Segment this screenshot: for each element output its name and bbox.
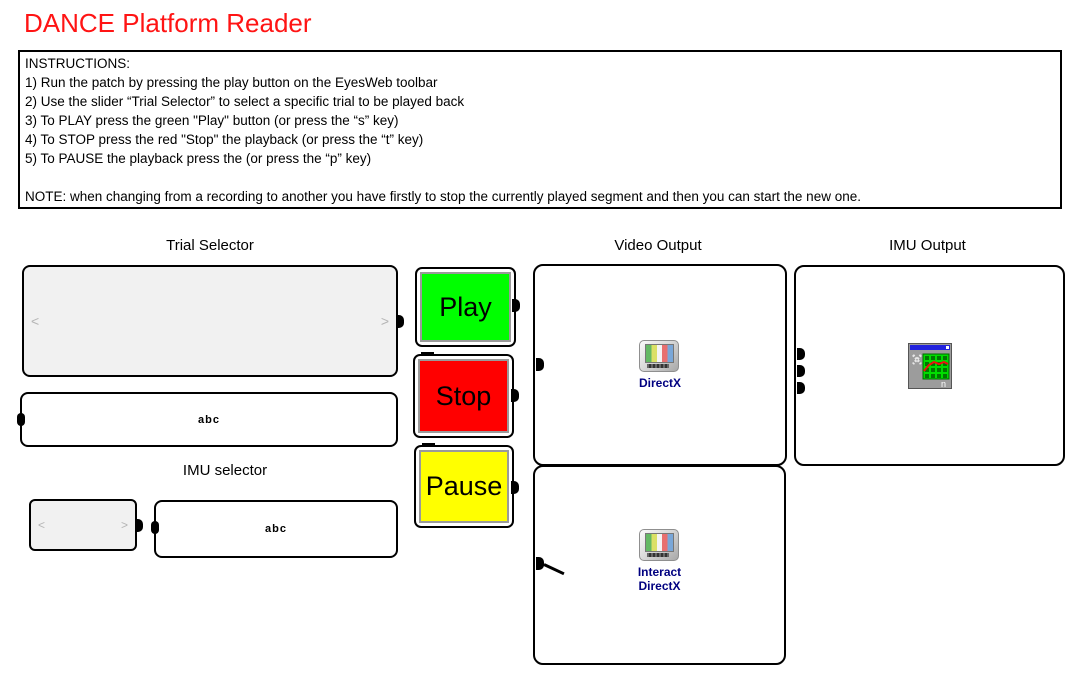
directx-monitor-icon [639, 529, 679, 561]
monitor-base [647, 553, 669, 557]
instructions-heading: INSTRUCTIONS: [25, 56, 131, 71]
video-output-label: Video Output [614, 237, 702, 254]
video-renderer-caption: DirectX [638, 376, 682, 390]
imu-slider-output-port [135, 519, 143, 532]
pause-input-port [422, 443, 435, 447]
stop-output-port [511, 389, 519, 402]
interact-caption-line2: DirectX [638, 579, 681, 593]
instruction-step-3: 3) To PLAY press the green "Play" button… [25, 113, 399, 128]
trial-selector-label: Trial Selector [166, 237, 254, 254]
interact-caption-line1: Interact [637, 565, 682, 579]
instruction-step-4: 4) To STOP press the red "Stop" the play… [25, 132, 424, 147]
instructions-note: NOTE: when changing from a recording to … [25, 189, 861, 204]
interact-output-display: Interact DirectX [533, 465, 786, 665]
instruction-step-1: 1) Run the patch by pressing the play bu… [25, 75, 438, 90]
instructions-panel: INSTRUCTIONS: 1) Run the patch by pressi… [18, 50, 1062, 209]
video-display-input-port [536, 358, 544, 371]
imu-value-display: abc [154, 500, 398, 558]
trial-value-text: abc [198, 413, 220, 426]
slider-left-arrow-icon[interactable]: < [38, 518, 46, 532]
video-output-display: DirectX [533, 264, 787, 466]
monitor-screen-colorbars [645, 533, 674, 552]
imu-value-text: abc [265, 523, 287, 535]
directx-monitor-icon [639, 340, 679, 372]
pause-button-face[interactable]: Pause [419, 450, 509, 523]
imu-display-input-port-1 [797, 348, 805, 360]
imu-display-input-port [151, 521, 159, 534]
imu-selector-label: IMU selector [182, 462, 268, 479]
pause-button[interactable]: Pause [414, 445, 514, 528]
slider-right-arrow-icon[interactable]: > [380, 313, 389, 329]
slider-right-arrow-icon[interactable]: > [120, 518, 128, 532]
stop-button[interactable]: Stop [413, 354, 514, 438]
pause-output-port [511, 481, 519, 494]
instructions-spacer [25, 168, 1060, 187]
stop-input-port [421, 352, 434, 356]
instruction-step-2: 2) Use the slider “Trial Selector” to se… [25, 94, 465, 109]
page-title: DANCE Platform Reader [24, 8, 312, 38]
imu-display-input-port-2 [797, 365, 805, 377]
trial-display-input-port [17, 413, 25, 426]
trial-value-display: abc [20, 392, 398, 447]
play-button[interactable]: Play [415, 267, 516, 347]
trial-slider-output-port [396, 315, 404, 328]
monitor-screen-colorbars [645, 344, 674, 363]
monitor-base [647, 364, 669, 368]
imu-display-input-port-3 [797, 382, 805, 394]
play-output-port [512, 299, 520, 312]
imu-selector-slider[interactable]: < > [29, 499, 137, 551]
trial-selector-slider[interactable]: < > [22, 265, 398, 377]
imu-output-label: IMU Output [889, 237, 966, 254]
slider-left-arrow-icon[interactable]: < [31, 313, 40, 329]
play-button-face[interactable]: Play [420, 272, 511, 342]
stop-button-face[interactable]: Stop [418, 359, 509, 433]
interact-display-input-port [536, 557, 544, 570]
imu-output-display: n [794, 265, 1065, 466]
imu-graph-window-icon: n [908, 343, 952, 389]
instruction-step-5: 5) To PAUSE the playback press the (or p… [25, 151, 372, 166]
imu-icon-letter: n [941, 379, 946, 389]
